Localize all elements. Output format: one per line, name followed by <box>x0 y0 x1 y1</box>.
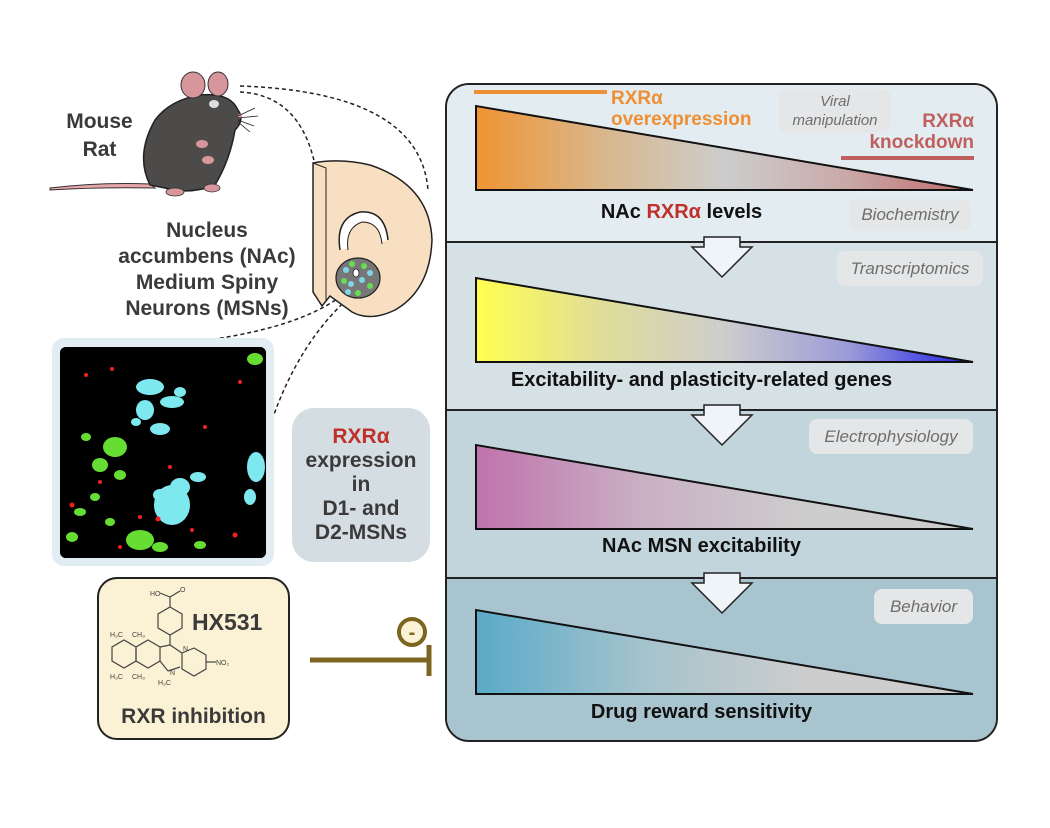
mouse-illustration <box>49 71 259 197</box>
expression-line: in <box>351 473 371 496</box>
dashed-connector <box>239 85 429 191</box>
triangle-reward <box>475 608 974 695</box>
method-text: Electrophysiology <box>824 427 958 446</box>
label-rxra-levels: NAc RXRα levels <box>447 201 956 224</box>
region-line: accumbens (NAc) <box>118 245 296 268</box>
down-arrow-icon <box>690 572 754 615</box>
dashed-connector <box>239 91 316 166</box>
struct-label: O <box>180 587 186 594</box>
knockdown-line: RXRα <box>922 111 974 132</box>
expression-gene: RXRα <box>332 425 390 448</box>
struct-label: H₃C <box>110 632 123 639</box>
overexpression-line: overexpression <box>611 109 752 130</box>
d1-cluster <box>131 379 265 525</box>
struct-label: N <box>183 646 188 653</box>
minus-icon <box>397 617 427 647</box>
expression-box: RXRα expression in D1- and D2-MSNs <box>292 408 430 562</box>
triangle-rxra-levels <box>475 104 974 191</box>
d2-cluster <box>66 353 263 552</box>
expression-line: D2-MSNs <box>314 521 408 544</box>
mouse-tail <box>49 183 157 191</box>
label-excitability: NAc MSN excitability <box>602 535 801 557</box>
method-tag-biochemistry: Biochemistry <box>849 199 971 231</box>
drug-name: HX531 <box>192 609 263 635</box>
down-arrow-icon <box>690 404 754 447</box>
method-text: Viral manipulation <box>792 93 878 129</box>
struct-label: H₃C <box>110 674 123 681</box>
method-text: Behavior <box>889 597 958 616</box>
struct-label: H₃C <box>158 680 171 687</box>
region-line: Medium Spiny <box>135 271 279 294</box>
connector-lines <box>184 85 433 421</box>
region-line: Nucleus <box>166 219 248 242</box>
triangle-excitability <box>475 443 974 530</box>
method-tag-transcriptomics: Transcriptomics <box>837 251 983 286</box>
struct-label: N <box>170 670 175 677</box>
expression-line: expression <box>305 449 417 472</box>
mouse-ear <box>207 71 229 97</box>
dashed-connector <box>184 292 346 344</box>
gradient-triangles <box>474 90 974 695</box>
method-tag-viral: Viral manipulation <box>779 89 891 133</box>
knockdown-line: knockdown <box>869 132 974 153</box>
triangle-genes <box>475 276 974 363</box>
species-mouse: Mouse <box>66 110 133 133</box>
struct-label: CH₃ <box>132 632 145 639</box>
species-rat: Rat <box>82 138 117 161</box>
mouse-eye <box>209 100 219 108</box>
expression-line: D1- and <box>322 497 400 520</box>
method-text: Biochemistry <box>861 205 959 224</box>
label-genes: Excitability- and plasticity-related gen… <box>510 369 893 391</box>
label-reward: Drug reward sensitivity <box>590 701 813 723</box>
brain-slice <box>312 160 433 318</box>
hx531-structure: HO O N N NO₂ H₃C CH₃ H₃C CH₃ H₃C <box>110 587 230 687</box>
struct-label: HO <box>150 591 161 598</box>
dashed-connector <box>271 294 353 421</box>
drug-action: RXR inhibition <box>121 705 266 728</box>
knockdown-label: RXRα knockdown <box>869 111 974 153</box>
drug-box <box>97 577 290 740</box>
overexpression-line: RXRα <box>611 88 663 109</box>
struct-label: CH₃ <box>132 674 145 681</box>
inhibition-arrow: - <box>310 617 432 676</box>
minus-sign: - <box>409 622 416 644</box>
label-part: NAc <box>600 201 647 223</box>
species-label: Mouse Rat <box>52 108 147 164</box>
mouse-ear <box>180 71 206 99</box>
struct-label: NO₂ <box>216 660 230 667</box>
microscopy-image <box>60 347 266 558</box>
rxra-puncta <box>69 367 242 549</box>
region-line: Neurons (MSNs) <box>125 297 289 320</box>
method-tag-behavior: Behavior <box>874 589 973 624</box>
mechanism-panel: RXRα overexpression Viral manipulation R… <box>445 83 998 742</box>
method-tag-electrophysiology: Electrophysiology <box>809 419 973 454</box>
region-label: Nucleus accumbens (NAc) Medium Spiny Neu… <box>92 218 322 322</box>
overexpression-label: RXRα overexpression <box>611 88 751 130</box>
method-text: Transcriptomics <box>850 259 970 278</box>
down-arrow-icon <box>690 236 754 279</box>
label-part: levels <box>700 201 763 223</box>
label-part-gene: RXRα <box>646 201 701 223</box>
